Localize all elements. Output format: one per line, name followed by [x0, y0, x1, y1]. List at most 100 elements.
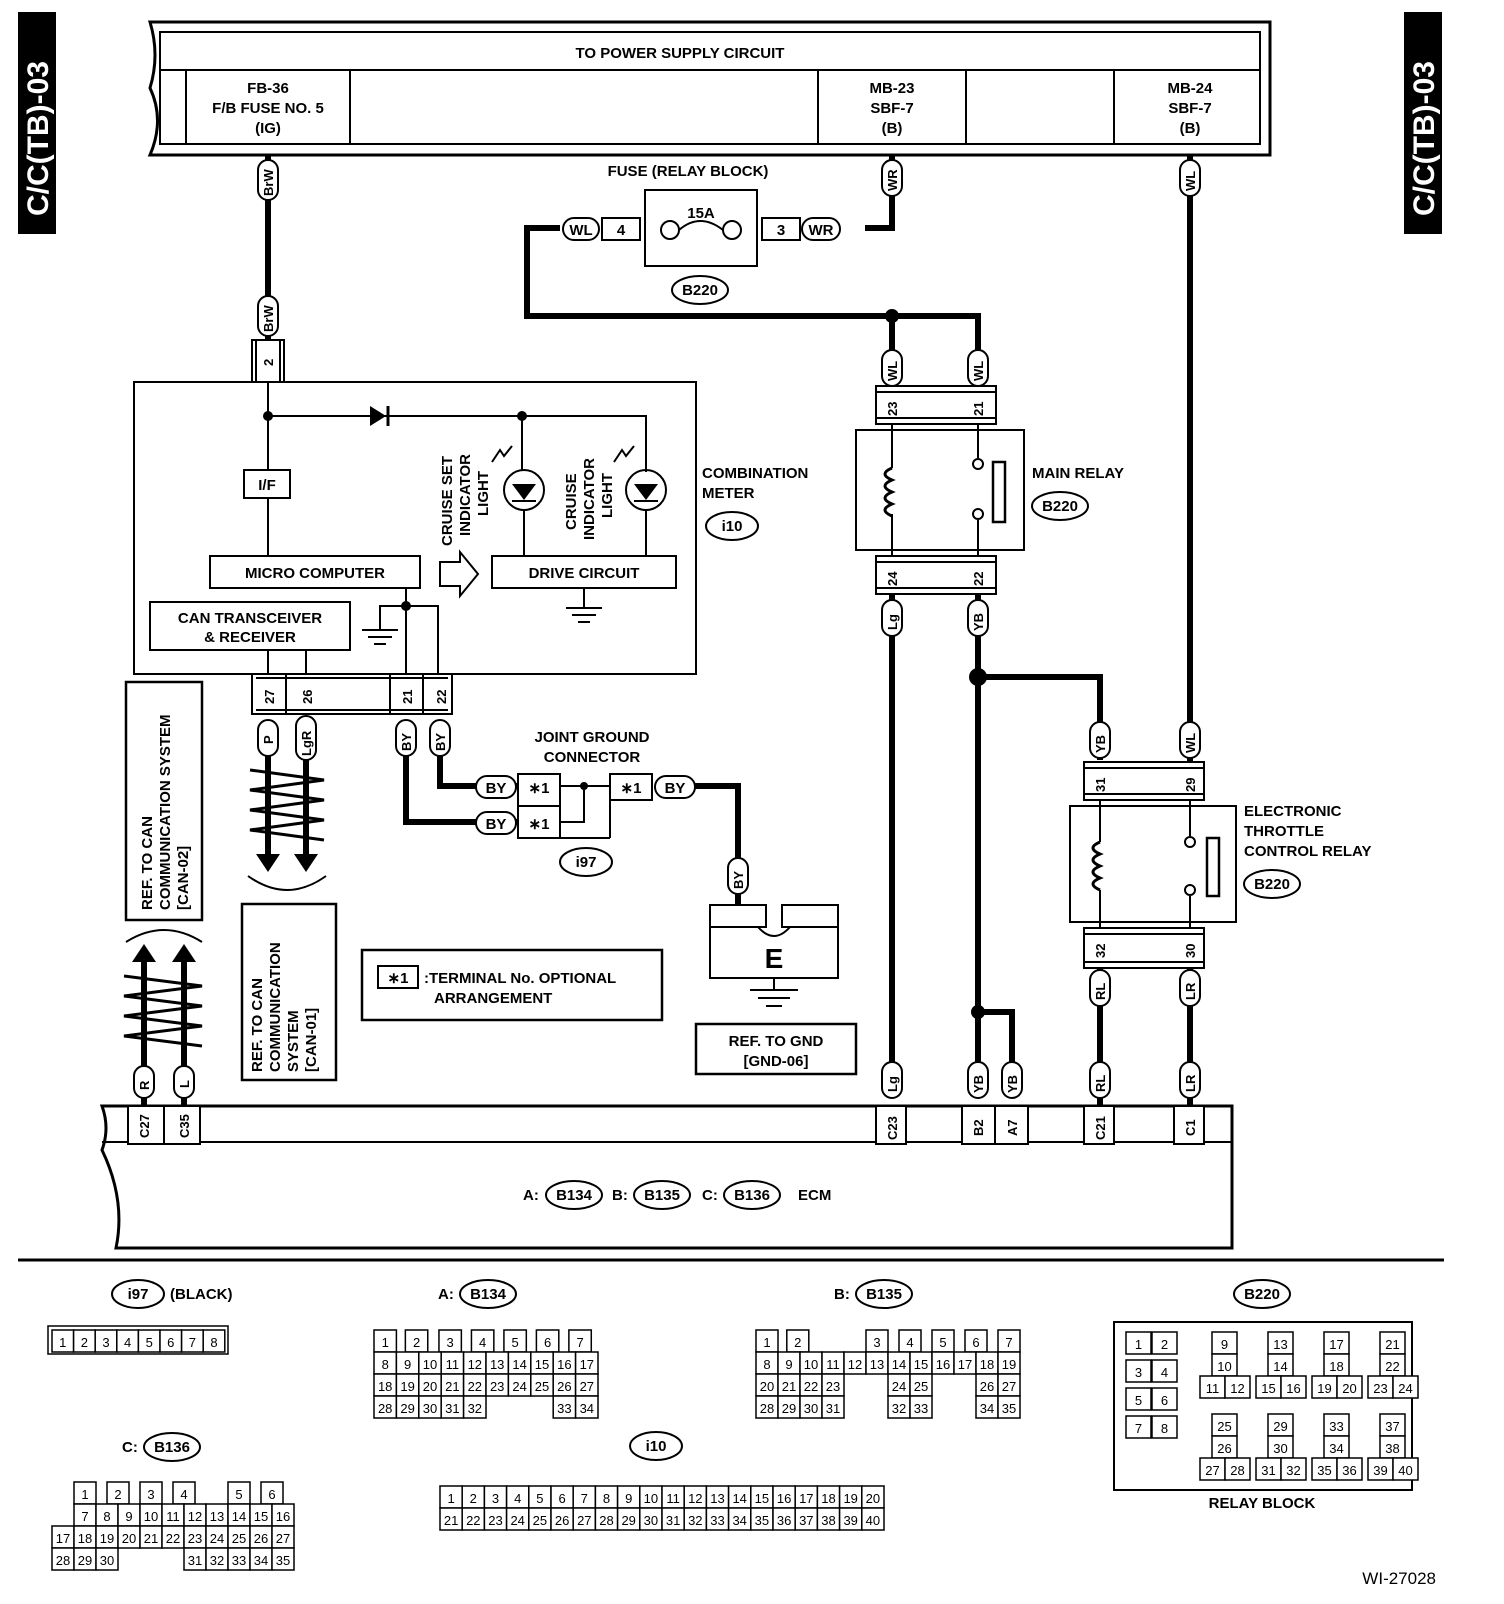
svg-text:P: P — [261, 735, 276, 744]
combination-meter-label: COMBINATION — [702, 465, 808, 482]
pin-number: 21 — [1385, 1337, 1399, 1352]
pin-number: 22 — [804, 1379, 818, 1394]
pin-number: 10 — [644, 1491, 658, 1506]
svg-text:A:: A: — [523, 1187, 539, 1204]
svg-text:INDICATOR: INDICATOR — [581, 458, 598, 540]
svg-text:B134: B134 — [556, 1187, 593, 1204]
svg-text:SYSTEM: SYSTEM — [285, 1010, 302, 1072]
pin-number: 23 — [188, 1531, 202, 1546]
pin-number: 16 — [1286, 1381, 1300, 1396]
pin-number: 11 — [1206, 1381, 1220, 1396]
svg-text:(B): (B) — [1180, 120, 1201, 137]
pin-number: 12 — [1230, 1381, 1244, 1396]
pin-number: 26 — [980, 1379, 994, 1394]
svg-text:BY: BY — [433, 733, 448, 751]
pin-number: 15 — [535, 1357, 549, 1372]
pin-number: 30 — [644, 1513, 658, 1528]
pin-number: 15 — [914, 1357, 928, 1372]
combination-meter: 2 I/F MICRO COMPUTER DRIVE CIRCUIT — [133, 339, 808, 715]
pin-number: 24 — [510, 1513, 524, 1528]
pin-number: 34 — [980, 1401, 994, 1416]
svg-text:2: 2 — [261, 359, 276, 366]
svg-text:21: 21 — [971, 402, 986, 416]
pin-cell — [1392, 1375, 1419, 1399]
pin-number: 10 — [144, 1509, 158, 1524]
pin-number: 17 — [56, 1531, 70, 1546]
pin-number: 13 — [870, 1357, 884, 1372]
pin-number: 37 — [1385, 1419, 1399, 1434]
pin-cell — [1151, 1331, 1178, 1355]
svg-text:WL: WL — [1183, 733, 1198, 753]
pin-number: 7 — [581, 1491, 588, 1506]
power-supply-box: TO POWER SUPPLY CIRCUIT FB-36 F/B FUSE N… — [147, 20, 1272, 157]
svg-text:REF. TO GND: REF. TO GND — [729, 1033, 824, 1050]
svg-text:REF. TO CAN: REF. TO CAN — [139, 816, 156, 910]
svg-text:BrW: BrW — [261, 305, 276, 332]
svg-text:JOINT GROUND: JOINT GROUND — [534, 729, 649, 746]
svg-text:BY: BY — [731, 871, 746, 889]
svg-text:26: 26 — [300, 690, 315, 704]
fuse-title: FUSE (RELAY BLOCK) — [608, 163, 769, 180]
pin-number: 21 — [444, 1513, 458, 1528]
svg-text:SBF-7: SBF-7 — [870, 100, 913, 117]
svg-text:F/B FUSE NO. 5: F/B FUSE NO. 5 — [212, 100, 324, 117]
svg-text:BY: BY — [486, 816, 507, 833]
pin-number: 19 — [1002, 1357, 1016, 1372]
ecm-label: ECM — [798, 1187, 831, 1204]
svg-text:B135: B135 — [866, 1286, 902, 1303]
svg-text:C27: C27 — [137, 1114, 152, 1138]
ground-e: E REF. TO GND [GND-06] — [694, 904, 858, 1076]
pin-number: 11 — [166, 1509, 180, 1524]
pin-number: 31 — [445, 1401, 459, 1416]
pin-number: 14 — [732, 1491, 746, 1506]
pin-number: 23 — [1373, 1381, 1387, 1396]
svg-text:YB: YB — [971, 613, 986, 631]
joint-ground-connector: JOINT GROUND CONNECTOR BY BY ∗1 ∗1 ∗1 BY… — [475, 729, 696, 877]
pin-number: 29 — [1273, 1419, 1287, 1434]
pin-number: 21 — [144, 1531, 158, 1546]
pin-number: 8 — [210, 1335, 217, 1350]
pin-number: 13 — [710, 1491, 724, 1506]
pin-number: 20 — [760, 1379, 774, 1394]
pin-number: 15 — [755, 1491, 769, 1506]
pin-cell — [1280, 1457, 1307, 1481]
pin-number: 14 — [1273, 1359, 1287, 1374]
svg-text:C1: C1 — [1183, 1119, 1198, 1136]
pin-number: 9 — [125, 1509, 132, 1524]
svg-text:22: 22 — [971, 572, 986, 586]
pin-number: 23 — [826, 1379, 840, 1394]
pin-number: 1 — [382, 1335, 389, 1350]
pin-number: 30 — [100, 1553, 114, 1568]
pin-cell — [202, 1329, 226, 1353]
main-relay: 23 21 24 22 MAIN RELAY B220 — [855, 385, 1124, 595]
pin-number: 10 — [423, 1357, 437, 1372]
pin-cell — [1224, 1457, 1251, 1481]
svg-text:WR: WR — [809, 222, 834, 239]
pin-number: 22 — [466, 1513, 480, 1528]
pin-number: 32 — [1286, 1463, 1300, 1478]
can-refs: REF. TO CAN COMMUNICATION SYSTEM [CAN-02… — [123, 680, 338, 1082]
pin-cell — [997, 1395, 1021, 1419]
svg-text:B136: B136 — [734, 1187, 770, 1204]
svg-text:22: 22 — [434, 690, 449, 704]
pin-number: 34 — [732, 1513, 746, 1528]
pin-number: 6 — [558, 1491, 565, 1506]
pin-number: 31 — [826, 1401, 840, 1416]
pin-number: 11 — [446, 1357, 460, 1372]
pin-number: 20 — [122, 1531, 136, 1546]
pin-number: 17 — [799, 1491, 813, 1506]
svg-text::TERMINAL No. OPTIONAL: :TERMINAL No. OPTIONAL — [424, 970, 616, 987]
pin-number: 1 — [81, 1487, 88, 1502]
pin-number: 9 — [625, 1491, 632, 1506]
pin-number: 29 — [78, 1553, 92, 1568]
pin-number: 36 — [777, 1513, 791, 1528]
pin-number: 37 — [799, 1513, 813, 1528]
pin-number: 19 — [1317, 1381, 1331, 1396]
svg-text:INDICATOR: INDICATOR — [457, 454, 474, 536]
pin-number: 15 — [1261, 1381, 1275, 1396]
svg-text:C:: C: — [702, 1187, 718, 1204]
pin-cell — [1125, 1387, 1152, 1411]
svg-text:COMMUNICATION SYSTEM: COMMUNICATION SYSTEM — [157, 714, 174, 910]
